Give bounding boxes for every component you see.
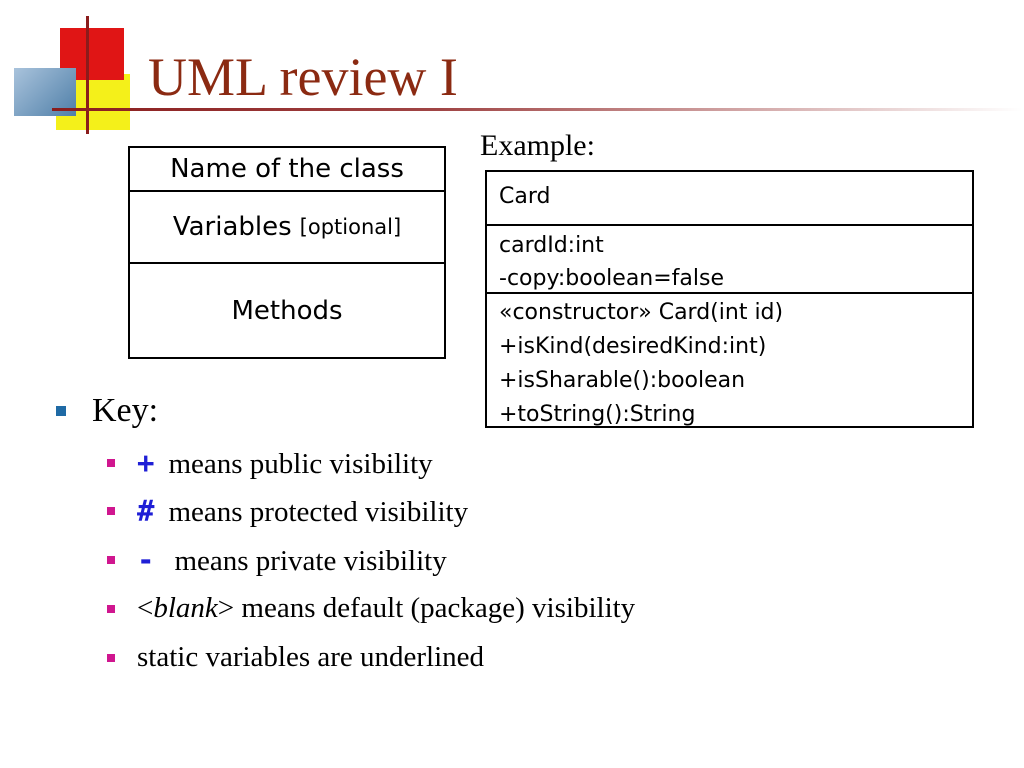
key-item-text: means default (package) visibility xyxy=(234,592,636,624)
card-method: +isSharable():boolean xyxy=(499,368,746,393)
class-name-compartment: Name of the class xyxy=(170,154,404,184)
square-bullet-icon xyxy=(107,507,115,515)
variables-label: Variables xyxy=(172,212,292,242)
card-variable: -copy:boolean=false xyxy=(499,266,725,291)
key-item-text: means private visibility xyxy=(174,545,447,577)
card-method: +isKind(desiredKind:int) xyxy=(499,334,767,359)
square-bullet-icon xyxy=(56,406,66,416)
example-label: Example: xyxy=(480,129,595,162)
visibility-symbol: - xyxy=(137,543,155,577)
slide-title: UML review I xyxy=(148,47,458,107)
card-variables-compartment: cardId:int -copy:boolean=false xyxy=(487,224,972,292)
card-method: «constructor» Card(int id) xyxy=(499,300,784,325)
visibility-symbol: + xyxy=(137,446,155,480)
square-bullet-icon xyxy=(107,556,115,564)
optional-note: [optional] xyxy=(299,215,402,239)
visibility-symbol: # xyxy=(137,494,155,528)
card-variable: cardId:int xyxy=(499,233,604,258)
key-item-text: means protected visibility xyxy=(168,496,469,528)
card-methods-compartment: «constructor» Card(int id) +isKind(desir… xyxy=(487,292,972,427)
angle-close: > xyxy=(217,592,235,624)
logo-vertical-line xyxy=(86,16,89,134)
square-bullet-icon xyxy=(107,459,115,467)
blank-keyword: blank xyxy=(153,592,218,624)
angle-open: < xyxy=(137,592,154,624)
card-class-diagram: Card cardId:int -copy:boolean=false «con… xyxy=(485,170,974,428)
title-underline xyxy=(52,108,1022,111)
key-item-text: means public visibility xyxy=(168,448,433,480)
key-item-text: static variables are underlined xyxy=(137,641,485,673)
class-methods-compartment: Methods xyxy=(130,262,444,357)
card-method: +toString():String xyxy=(499,402,696,427)
square-bullet-icon xyxy=(107,605,115,613)
generic-class-diagram: Name of the class Variables [optional] M… xyxy=(128,146,446,359)
square-bullet-icon xyxy=(107,654,115,662)
class-variables-compartment: Variables [optional] xyxy=(130,190,444,262)
card-name-compartment: Card xyxy=(499,184,551,209)
